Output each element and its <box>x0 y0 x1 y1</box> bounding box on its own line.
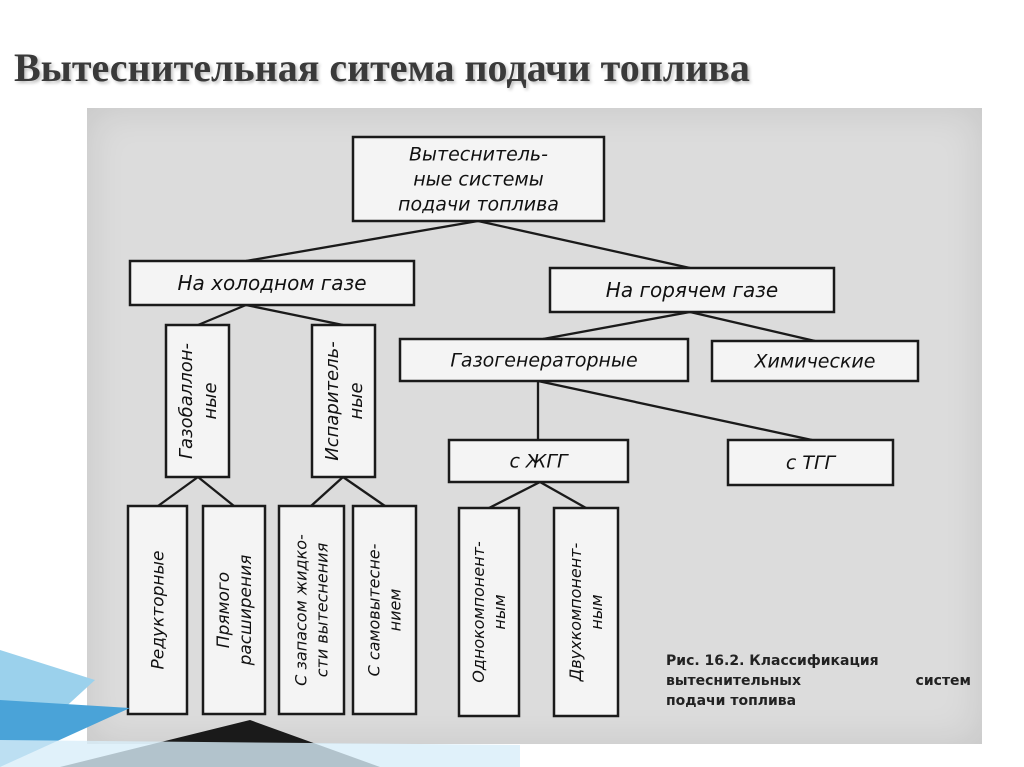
connector-line-12 <box>342 476 386 507</box>
node-label-root: Вытеснитель-ные системы подачи топлива <box>398 144 559 216</box>
node-label-line: ные <box>200 382 221 419</box>
node-box-with-sgg <box>726 438 895 487</box>
node-label-line: Испаритель- <box>322 341 343 460</box>
node-label-gas-cylinder: Газобаллон-ные <box>176 343 221 459</box>
connector-line-14 <box>539 480 587 510</box>
node-label-line: Однокомпонент- <box>469 541 488 683</box>
node-label-with-lgg: с ЖГГ <box>509 451 569 473</box>
node-box-reducer <box>126 504 189 716</box>
node-label-line: Прямого <box>214 572 234 648</box>
node-label-gas-generator: Газогенераторные <box>450 350 637 372</box>
slide-title: Вытеснительная ситема подачи топлива <box>14 45 750 90</box>
connector-line-11 <box>310 476 344 507</box>
node-box-bicomponent <box>552 506 620 718</box>
node-label-line: На горячем газе <box>606 278 778 302</box>
node-box-monocomponent <box>457 506 521 718</box>
node-label-line: Газобаллон- <box>176 343 197 459</box>
node-self-displacement: С самовытесне-нием <box>351 504 418 716</box>
node-gas-cylinder: Газобаллон-ные <box>164 323 231 479</box>
node-chemical: Химические <box>710 339 920 383</box>
node-with-fluid-reserve: С запасом жидко-сти вытеснения <box>277 504 346 716</box>
node-evaporative: Испаритель-ные <box>310 323 377 479</box>
node-label-line: Химические <box>754 351 876 373</box>
node-box-root <box>351 135 606 223</box>
node-label-line: На холодном газе <box>177 271 366 295</box>
node-label-line: Газогенераторные <box>450 350 637 372</box>
connector-line-6 <box>689 310 816 343</box>
caption-line-1: Рис. 16.2. Классификация <box>666 653 879 669</box>
node-box-with-lgg <box>447 438 630 484</box>
node-label-line: С запасом жидко- <box>292 534 311 686</box>
node-label-cold-gas: На холодном газе <box>177 271 366 295</box>
connector-line-8 <box>537 379 813 442</box>
node-box-chemical <box>710 339 920 383</box>
figure-caption: Рис. 16.2. Классификация вытеснительных … <box>666 651 971 711</box>
node-label-self-displacement: С самовытесне-нием <box>365 543 405 676</box>
node-label-line: Редукторные <box>148 551 168 670</box>
node-label-chemical: Химические <box>754 351 876 373</box>
node-label-line: с ЖГГ <box>509 451 569 473</box>
node-box-direct-expansion <box>201 504 267 716</box>
node-gas-generator: Газогенераторные <box>398 337 690 383</box>
node-with-lgg: с ЖГГ <box>447 438 630 484</box>
node-label-line: расширения <box>236 555 256 667</box>
node-box-evaporative <box>310 323 377 479</box>
node-label-line: сти вытеснения <box>313 542 332 677</box>
node-label-line: ные <box>346 382 367 419</box>
node-label-line: Вытеснитель- <box>409 144 548 166</box>
node-label-bicomponent: Двухкомпонент-ным <box>566 543 606 683</box>
connector-line-2 <box>477 219 691 270</box>
node-box-gas-cylinder <box>164 323 231 479</box>
node-label-line: ным <box>490 594 509 629</box>
node-label-line: нием <box>386 589 405 632</box>
node-box-with-fluid-reserve <box>277 504 346 716</box>
node-label-line: Двухкомпонент- <box>566 543 585 683</box>
node-label-with-fluid-reserve: С запасом жидко-сти вытеснения <box>292 534 332 686</box>
node-label-evaporative: Испаритель-ные <box>322 341 367 460</box>
node-label-line: с ТГГ <box>786 452 837 474</box>
connector-line-4 <box>245 303 344 327</box>
node-bicomponent: Двухкомпонент-ным <box>552 506 620 718</box>
node-monocomponent: Однокомпонент-ным <box>457 506 521 718</box>
connector-line-10 <box>197 476 235 507</box>
node-reducer: Редукторные <box>126 504 189 716</box>
diagram-edges <box>157 219 816 510</box>
node-root: Вытеснитель-ные системы подачи топлива <box>351 135 606 223</box>
connector-line-13 <box>488 480 541 510</box>
caption-line-3: подачи топлива <box>666 693 797 709</box>
node-label-line: ным <box>587 594 606 629</box>
node-label-line: С самовытесне- <box>365 543 384 676</box>
caption-line-2-word-1: вытеснительных <box>666 673 801 689</box>
node-with-sgg: с ТГГ <box>726 438 895 487</box>
node-box-self-displacement <box>351 504 418 716</box>
node-hot-gas: На горячем газе <box>548 266 836 314</box>
node-label-line: ные системы <box>413 169 544 191</box>
caption-line-2-word-2: систем <box>915 673 971 689</box>
connector-line-1 <box>245 219 479 263</box>
node-label-monocomponent: Однокомпонент-ным <box>469 541 509 683</box>
caption-line-2: вытеснительных систем <box>666 671 971 691</box>
node-cold-gas: На холодном газе <box>128 259 416 307</box>
node-box-gas-generator <box>398 337 690 383</box>
connector-line-9 <box>157 476 199 507</box>
connector-line-3 <box>197 303 247 327</box>
diagram-nodes: Вытеснитель-ные системы подачи топлива На … <box>126 135 920 718</box>
node-label-line: подачи топлива <box>398 194 559 216</box>
node-box-cold-gas <box>128 259 416 307</box>
node-label-with-sgg: с ТГГ <box>786 452 837 474</box>
node-label-reducer: Редукторные <box>148 551 168 670</box>
node-box-hot-gas <box>548 266 836 314</box>
node-label-hot-gas: На горячем газе <box>606 278 778 302</box>
connector-line-5 <box>542 310 691 341</box>
